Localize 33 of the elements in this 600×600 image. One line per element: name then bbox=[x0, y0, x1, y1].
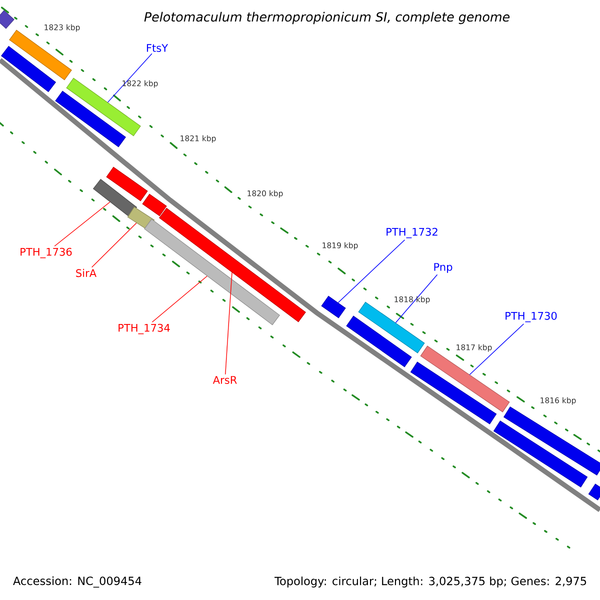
gene-label: PTH_1734 bbox=[118, 324, 170, 334]
gene-label: PTH_1732 bbox=[386, 228, 438, 238]
gene-bar bbox=[106, 166, 148, 202]
leader-line bbox=[54, 202, 110, 246]
gene-bar bbox=[144, 218, 280, 326]
leader-line bbox=[338, 240, 406, 303]
gene-bar bbox=[142, 194, 167, 216]
gene-label: FtsY bbox=[146, 44, 168, 52]
leader-line bbox=[225, 272, 232, 375]
gene-label: Pnp bbox=[434, 263, 452, 273]
footer-text: Topology: circular; Length: 3,025,375 bp; Genes: 2,975 bbox=[274, 576, 586, 588]
gene-bar bbox=[346, 316, 412, 368]
leader-line bbox=[152, 276, 208, 322]
gene-bar bbox=[321, 296, 346, 318]
gene-bar bbox=[0, 10, 14, 29]
gene-bar bbox=[588, 484, 600, 500]
gene-bar bbox=[493, 420, 588, 488]
leader-line bbox=[91, 222, 137, 268]
gene-bar bbox=[503, 406, 600, 476]
leader-line bbox=[395, 274, 438, 324]
gene-bar bbox=[410, 362, 497, 424]
gene-bar bbox=[420, 346, 510, 412]
leader-line bbox=[469, 323, 524, 375]
gene-bar bbox=[159, 208, 306, 322]
footer-text: Accession: NC_009454 bbox=[13, 576, 142, 588]
gene-label: SirA bbox=[76, 268, 96, 278]
gene-label: PTH_1736 bbox=[20, 248, 72, 258]
gene-bar bbox=[66, 78, 141, 136]
gene-label: ArsR bbox=[212, 376, 237, 384]
gene-label: PTH_1730 bbox=[506, 312, 557, 322]
gene-bar bbox=[55, 90, 126, 148]
leader-line bbox=[107, 53, 152, 103]
title: Pelotomaculum thermopropionicum SI, complete genome bbox=[144, 12, 510, 24]
